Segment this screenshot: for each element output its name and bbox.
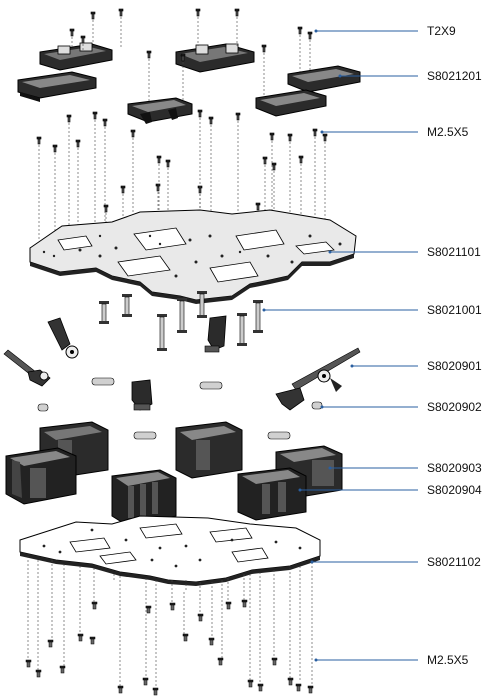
clamp-block-top-left [39,42,113,71]
callout-label-m25x5-bottom: M2.5X5 [427,653,469,667]
callout-label-t2x9: T2X9 [427,24,456,38]
standoff-5 [157,314,167,351]
callout-label-m25x5-top: M2.5X5 [427,125,469,139]
assembly-guide-lines-bottom [27,556,313,690]
bottom-screws [25,599,314,696]
screw-m25x5-top-group [36,109,328,223]
standoff-1 [122,294,132,317]
pin-5 [133,431,157,440]
clamp-block-top-center [175,43,255,73]
levers [3,315,361,411]
standoffs [99,291,263,351]
standoff-2 [99,301,109,324]
clamp-assemblies [5,421,343,527]
clamp-assembly-center-front [111,469,177,527]
callout-label-s8021001: S8021001 [427,303,482,317]
lever-left-lower [3,349,51,387]
standoff-4 [197,291,207,318]
standoff-7 [253,300,263,333]
callout-leader-lines [264,30,418,661]
standoff-6 [237,313,247,346]
clamp-block-left-lower [17,71,97,102]
pins [37,377,323,440]
top-clamp-blocks [17,42,361,124]
callout-label-s8021102: S8021102 [427,555,481,569]
lever-right [275,347,361,411]
pin-4 [311,401,323,410]
clamp-assembly-right-front [237,467,307,521]
screw-t2x9-group [69,8,313,62]
lever-left-upper [47,317,79,359]
clamp-assembly-left-front [5,447,77,505]
callout-label-s8020904: S8020904 [427,483,482,497]
callout-label-s8020903: S8020903 [427,461,482,475]
lever-center-lower [131,379,153,411]
clamp-block-center-lower [127,97,193,124]
callout-label-s8020902: S8020902 [427,400,482,414]
callout-label-s8021101: S8021101 [427,245,481,259]
callout-labels: T2X9 S8021201 M2.5X5 S8021101 S8021001 S… [427,24,482,667]
standoff-3 [177,298,187,333]
pin-2 [199,381,223,390]
callout-label-s8021201: S8021201 [427,69,482,83]
lever-center-upper [204,315,227,353]
top-plate [29,209,357,304]
pin-3 [37,403,49,412]
top-screws [36,8,328,223]
pin-1 [91,377,115,386]
pin-6 [267,431,291,440]
clamp-block-top-right [287,65,361,93]
clamp-assembly-center [175,421,243,479]
clamp-block-right-lower [255,89,327,117]
callout-leader-dots [262,29,354,662]
bottom-plate [19,515,321,586]
callout-label-s8020901: S8020901 [427,359,482,373]
